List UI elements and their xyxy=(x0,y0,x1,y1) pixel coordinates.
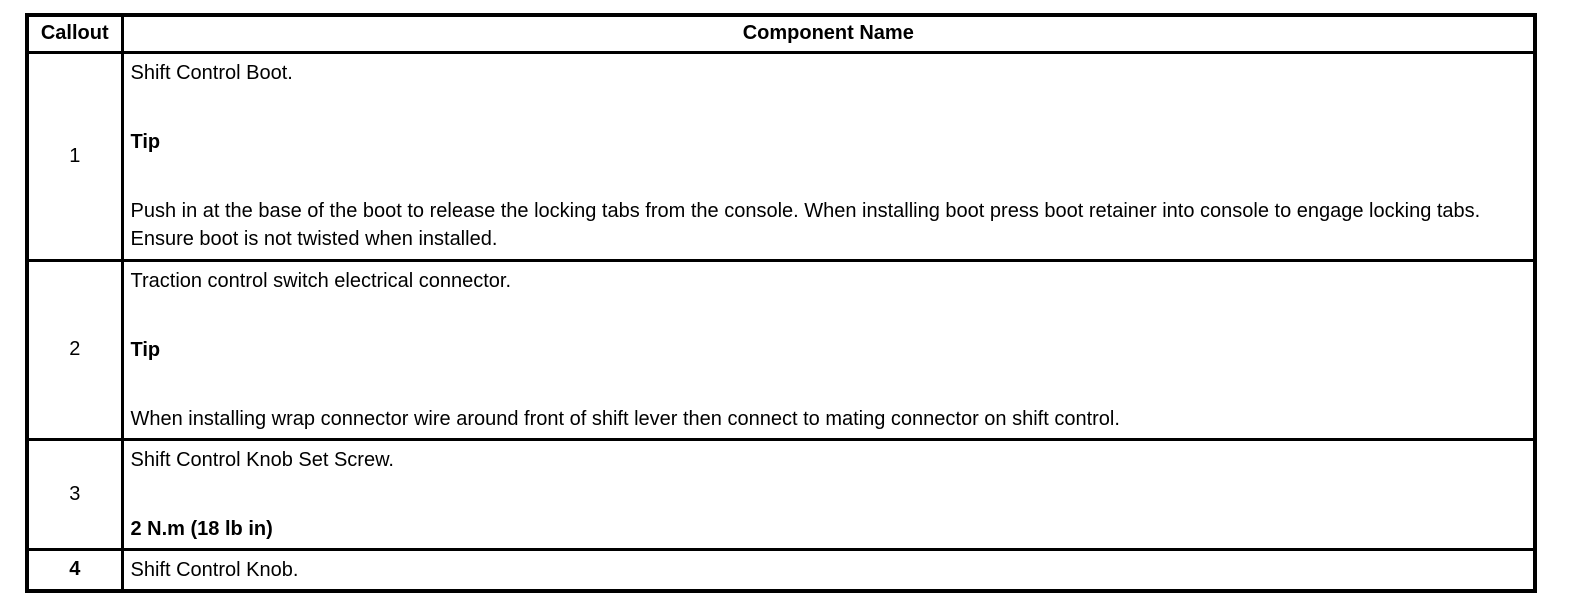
component-text: When installing wrap connector wire arou… xyxy=(130,407,1120,430)
table-header: Callout Component Name xyxy=(25,13,1537,54)
emphasized-text: Tip xyxy=(130,338,161,361)
callout-number: 2 xyxy=(25,258,124,441)
emphasized-text: 2 N.m (18 lb in) xyxy=(130,517,273,540)
table-row: 3 Shift Control Knob Set Screw. 2 N.m (18 … xyxy=(25,437,1537,551)
callout-number: 4 xyxy=(25,547,124,593)
callout-number: 3 xyxy=(25,437,124,551)
component-name-cell: Shift Control Knob. xyxy=(120,547,1537,593)
callout-number: 1 xyxy=(25,50,124,262)
component-name-column-header: Component Name xyxy=(120,13,1537,54)
component-text: Push in at the base of the boot to relea… xyxy=(130,199,1481,250)
component-text: Traction control switch electrical conne… xyxy=(130,269,512,292)
component-text: Shift Control Knob. xyxy=(130,558,299,581)
callout-column-header: Callout xyxy=(25,13,124,54)
emphasized-text: Tip xyxy=(130,130,161,153)
table-row: 4 Shift Control Knob. xyxy=(25,547,1537,593)
component-name-cell: Shift Control Knob Set Screw. 2 N.m (18 l… xyxy=(120,437,1537,551)
table-row: 2 Traction control switch electrical conn… xyxy=(25,258,1537,441)
component-name-cell: Traction control switch electrical conne… xyxy=(120,258,1537,441)
component-text: Shift Control Boot. xyxy=(130,61,293,84)
header-row: Callout Component Name xyxy=(25,13,1537,54)
component-text: Shift Control Knob Set Screw. xyxy=(130,448,394,471)
